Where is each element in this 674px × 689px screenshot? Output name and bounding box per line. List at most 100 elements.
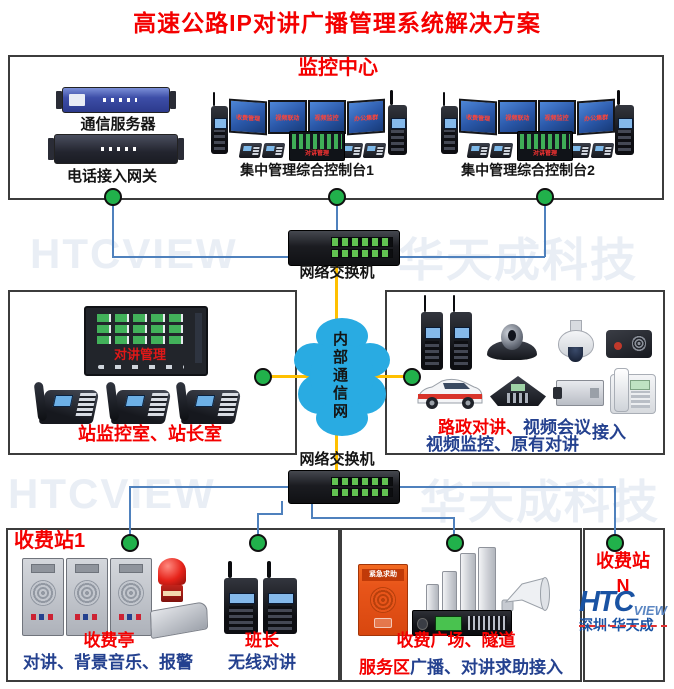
network-node-dot xyxy=(446,534,464,552)
emergency-call-box: 紧急求助 xyxy=(358,564,408,636)
watermark-htcview: HTCVIEW xyxy=(8,470,216,517)
toll-station-n-suffix: N xyxy=(616,576,630,596)
column-speaker xyxy=(460,553,476,614)
console2-label: 集中管理综合控制台2 xyxy=(461,162,595,178)
toll-station-n-box xyxy=(583,528,665,682)
watermark-huatiancheng: 华天成科技 xyxy=(398,234,638,286)
ip-desk-phone xyxy=(105,378,172,424)
access-caption-line1: 路政对讲、 视频会议 xyxy=(438,413,591,438)
analog-desk-phone xyxy=(610,368,656,414)
network-node-dot xyxy=(121,534,139,552)
plaza-caption-red: 服务区 xyxy=(359,658,410,677)
logo-view-text: VIEW xyxy=(633,603,667,618)
network-node-dot xyxy=(249,534,267,552)
monitor-screen: 办公集群 xyxy=(346,98,385,136)
network-node-dot xyxy=(536,188,554,206)
monitor-screen: 视频监控 xyxy=(307,100,346,134)
phone-gateway-label: 电话接入网关 xyxy=(66,168,157,185)
intercom-management-screen: 对讲管理 xyxy=(84,306,208,376)
video-conference-camera xyxy=(487,324,537,360)
link-line xyxy=(397,256,545,258)
network-switch-2 xyxy=(288,470,400,504)
box-camera xyxy=(552,380,604,406)
link-line xyxy=(311,517,455,519)
ip-desk-phone xyxy=(33,378,100,424)
access-caption-line2: 视频监控、原有对讲 xyxy=(426,435,579,454)
access-caption-red: 路政对讲、 xyxy=(438,418,523,437)
comm-server-device xyxy=(56,87,176,113)
network-node-dot xyxy=(104,188,122,206)
monitor-wall-console1: 收费管理 视频联动 视频监控 办公集群 xyxy=(229,98,385,136)
walkie-talkie xyxy=(421,294,443,370)
toll-booth-intercom-panel xyxy=(22,558,64,636)
plaza-caption-line2: 服务区 广播、对讲求助接入 xyxy=(348,653,574,678)
backbone-line xyxy=(335,430,338,470)
walkie-talkie xyxy=(615,90,634,155)
switch1-label: 网络交换机 xyxy=(299,264,375,281)
link-line xyxy=(544,204,546,257)
network-node-dot xyxy=(328,188,346,206)
network-node-dot xyxy=(606,534,624,552)
comm-server-label: 通信服务器 xyxy=(80,116,156,133)
link-line xyxy=(257,513,259,536)
link-line xyxy=(453,517,455,536)
plaza-caption-blue: 广播、对讲求助接入 xyxy=(410,658,563,677)
link-line xyxy=(112,256,289,258)
ptz-dome-camera xyxy=(556,320,594,366)
htcview-logo: HTC VIEW 深圳·华天成 xyxy=(579,588,667,632)
walkie-talkie xyxy=(441,91,458,154)
link-line xyxy=(129,486,131,536)
link-line xyxy=(614,486,616,536)
monitor-screen: 视频监控 xyxy=(537,100,576,134)
access-caption-side: 接入 xyxy=(592,423,626,442)
walkie-talkie xyxy=(388,90,407,155)
monitoring-center-title: 监控中心 xyxy=(298,57,378,79)
intercom-management-screen-label: 对讲管理 xyxy=(113,346,166,362)
logo-subtitle: 深圳·华天成 xyxy=(579,618,667,632)
link-line xyxy=(257,513,283,515)
toll-station-1-title: 收费站1 xyxy=(14,530,86,552)
access-caption-blue: 视频会议 xyxy=(523,418,591,437)
horn-speaker xyxy=(501,577,550,612)
monitor-screen: 视频联动 xyxy=(498,100,537,134)
booth-label: 收费亭 xyxy=(83,631,135,650)
monitor-screen: 办公集群 xyxy=(576,98,615,136)
plaza-caption-line1: 收费广场、隧道 xyxy=(396,631,516,650)
monitor-screen: 收费管理 xyxy=(229,98,268,136)
ip-phone-small xyxy=(362,143,387,158)
leader-caption: 无线对讲 xyxy=(228,653,296,672)
leader-label: 班长 xyxy=(245,631,279,650)
backbone-line xyxy=(335,258,338,324)
monitor-screen: 视频联动 xyxy=(268,100,307,134)
walkie-talkie xyxy=(450,294,472,370)
internal-network-cloud xyxy=(294,318,390,436)
link-line xyxy=(336,204,338,232)
link-line xyxy=(130,486,288,488)
ip-phone-small xyxy=(466,143,491,158)
cloud-label: 内部通信网 xyxy=(331,331,348,421)
dispatch-console-panel: 对讲管理 xyxy=(289,131,345,161)
ip-phone-small xyxy=(489,143,514,158)
column-speaker xyxy=(442,571,457,614)
walkie-talkie xyxy=(211,91,228,154)
alarm-beacon xyxy=(152,558,192,604)
toll-booth-intercom-panel xyxy=(110,558,152,636)
walkie-talkie xyxy=(263,561,297,634)
link-line xyxy=(311,501,313,519)
walkie-talkie xyxy=(224,561,258,634)
phone-gateway-device xyxy=(48,134,184,164)
intercom-terminal xyxy=(606,330,652,358)
network-node-dot xyxy=(403,368,421,386)
logo-htc-text: HTC xyxy=(579,586,635,618)
network-node-dot xyxy=(254,368,272,386)
station-room-caption: 站监控室、站长室 xyxy=(78,424,222,444)
monitor-wall-console2: 收费管理 视频联动 视频监控 办公集群 xyxy=(459,98,615,136)
dispatch-console-panel: 对讲管理 xyxy=(517,131,573,161)
broadcast-amplifier xyxy=(412,610,512,636)
ip-desk-phone xyxy=(175,378,242,424)
network-switch-1 xyxy=(288,230,400,266)
dispatch-console-screen-label: 对讲管理 xyxy=(532,151,557,157)
emergency-call-box-label: 紧急求助 xyxy=(362,569,404,581)
watermark-htcview: HTCVIEW xyxy=(30,230,238,277)
page-title: 高速公路IP对讲广播管理系统解决方案 xyxy=(133,10,541,36)
